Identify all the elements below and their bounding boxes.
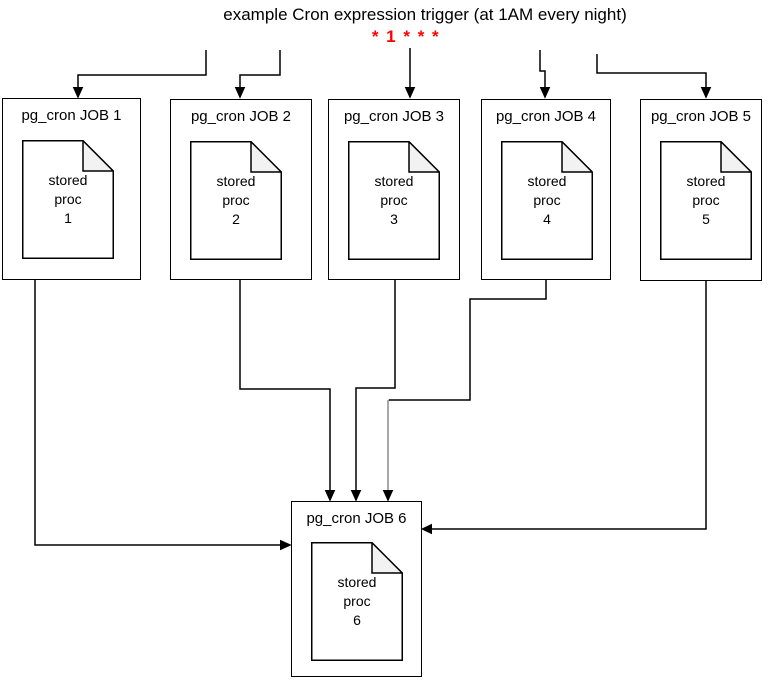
- diagram-title: example Cron expression trigger (at 1AM …: [223, 5, 627, 24]
- node-label: pg_cron JOB 2: [190, 108, 292, 125]
- edge-line: [355, 280, 396, 491]
- document-icon: stored proc 4: [501, 141, 593, 260]
- doc-line: stored: [216, 173, 256, 189]
- arrowhead-down: [324, 490, 336, 502]
- node-label: pg_cron JOB 6: [306, 510, 407, 527]
- node-label: pg_cron JOB 3: [343, 108, 445, 125]
- edge-cron-to-job2: [234, 50, 281, 99]
- arrowhead-down: [404, 87, 416, 99]
- doc-line: 5: [702, 211, 710, 227]
- doc-line: stored: [337, 574, 377, 590]
- edge-line: [77, 50, 207, 88]
- node-pg-cron-job-1: pg_cron JOB 1 stored proc 1: [2, 98, 141, 280]
- edge-job1-to-job6: [34, 280, 292, 551]
- arrowhead-down: [72, 87, 84, 99]
- edge-line: [539, 50, 546, 88]
- edge-line: [596, 54, 707, 88]
- edge-line: [34, 280, 281, 546]
- cron-expression: * 1 * * *: [371, 27, 441, 46]
- node-label: pg_cron JOB 5: [650, 108, 752, 125]
- doc-line: proc: [222, 192, 250, 208]
- stored-proc-label: stored proc 3: [348, 141, 440, 260]
- node-label: pg_cron JOB 4: [495, 108, 597, 125]
- arrowhead-right: [280, 539, 292, 551]
- document-icon: stored proc 1: [22, 140, 114, 259]
- node-label: pg_cron JOB 1: [21, 107, 122, 124]
- arrowhead-down: [539, 87, 551, 99]
- edge-line: [432, 281, 707, 530]
- node-pg-cron-job-3: pg_cron JOB 3 stored proc 3: [328, 99, 460, 280]
- doc-line: 4: [543, 211, 551, 227]
- doc-line: proc: [533, 192, 561, 208]
- document-icon: stored proc 3: [348, 141, 440, 260]
- doc-line: stored: [374, 173, 414, 189]
- doc-line: stored: [48, 172, 88, 188]
- node-pg-cron-job-4: pg_cron JOB 4 stored proc 4: [481, 99, 611, 280]
- edge-job3-to-job6: [350, 280, 396, 502]
- arrowhead-down: [700, 87, 712, 99]
- doc-line: proc: [380, 192, 408, 208]
- edge-line: [239, 280, 331, 491]
- arrowhead-left: [420, 523, 432, 535]
- stored-proc-label: stored proc 5: [660, 141, 752, 260]
- doc-line: 3: [390, 211, 398, 227]
- edge-cron-to-job1: [72, 50, 207, 99]
- stored-proc-label: stored proc 4: [501, 141, 593, 260]
- doc-line: 6: [353, 612, 361, 628]
- document-icon: stored proc 2: [190, 141, 282, 260]
- edge-line: [388, 280, 547, 401]
- edge-cron-to-job5: [596, 54, 712, 99]
- arrowhead-down: [382, 490, 394, 502]
- edge-cron-to-job4: [539, 50, 551, 99]
- doc-line: stored: [686, 173, 726, 189]
- doc-line: 1: [64, 210, 72, 226]
- node-pg-cron-job-5: pg_cron JOB 5 stored proc 5: [640, 99, 762, 281]
- edge-line: [239, 50, 281, 88]
- arrowhead-down: [234, 87, 246, 99]
- edge-cron-to-job3: [404, 48, 416, 99]
- doc-line: stored: [527, 173, 567, 189]
- stored-proc-label: stored proc 2: [190, 141, 282, 260]
- edge-job2-to-job6: [239, 280, 336, 502]
- doc-line: proc: [343, 593, 371, 609]
- node-pg-cron-job-2: pg_cron JOB 2 stored proc 2: [170, 99, 312, 280]
- edge-job4-to-job6: [382, 280, 547, 502]
- edge-job5-to-job6: [420, 281, 707, 535]
- doc-line: proc: [692, 192, 720, 208]
- document-icon: stored proc 5: [660, 141, 752, 260]
- doc-line: proc: [54, 191, 82, 207]
- node-pg-cron-job-6: pg_cron JOB 6 stored proc 6: [291, 501, 422, 677]
- document-icon: stored proc 6: [311, 542, 403, 661]
- arrowhead-down: [350, 490, 362, 502]
- stored-proc-label: stored proc 6: [311, 542, 403, 661]
- doc-line: 2: [232, 211, 240, 227]
- stored-proc-label: stored proc 1: [22, 140, 114, 259]
